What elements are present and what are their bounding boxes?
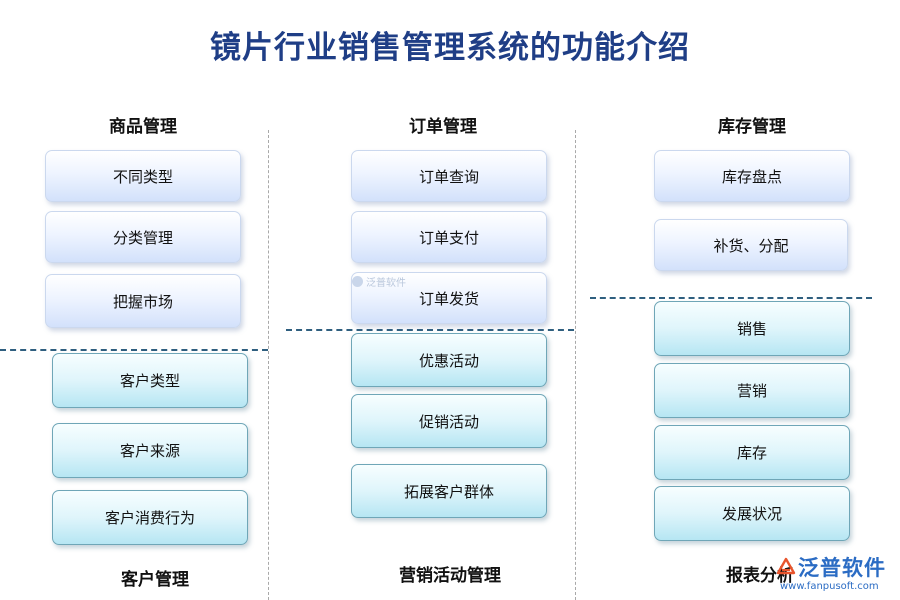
- box-order-shipping: 订单发货: [351, 272, 547, 324]
- watermark-text: 泛普软件: [366, 278, 406, 289]
- box-inventory-check: 库存盘点: [654, 150, 850, 202]
- box-customer-source: 客户来源: [52, 423, 248, 478]
- box-order-query: 订单查询: [351, 150, 547, 202]
- box-marketing: 营销: [654, 363, 850, 418]
- box-customer-type: 客户类型: [52, 353, 248, 408]
- box-promotion-activity: 促销活动: [351, 394, 547, 448]
- section-divider-middle: [286, 329, 574, 331]
- box-category-management: 分类管理: [45, 211, 241, 263]
- box-replenish-allocate: 补货、分配: [654, 219, 848, 271]
- box-inventory: 库存: [654, 425, 850, 480]
- column-divider-right: [575, 130, 576, 600]
- box-sales: 销售: [654, 301, 850, 356]
- fanpu-logo-icon: [776, 557, 796, 575]
- box-order-payment: 订单支付: [351, 211, 547, 263]
- logo-url: www.fanpusoft.com: [780, 581, 879, 592]
- page-title: 镜片行业销售管理系统的功能介绍: [210, 30, 690, 66]
- heading-inventory-management: 库存管理: [718, 117, 786, 137]
- fanpu-logo: 泛普软件 www.fanpusoft.com: [768, 552, 894, 596]
- logo-name: 泛普软件: [798, 556, 886, 580]
- heading-product-management: 商品管理: [109, 117, 177, 137]
- column-divider-left: [268, 130, 269, 600]
- heading-marketing-management: 营销活动管理: [399, 566, 501, 586]
- heading-report-analysis: 报表分析: [726, 566, 794, 586]
- section-divider-left: [0, 349, 268, 351]
- box-different-types: 不同类型: [45, 150, 241, 202]
- section-divider-right: [590, 297, 872, 299]
- heading-customer-management: 客户管理: [121, 570, 189, 590]
- box-grasp-market: 把握市场: [45, 274, 241, 328]
- watermark-small: 泛普软件: [352, 274, 406, 289]
- watermark-logo-icon: [352, 276, 363, 287]
- box-development-status: 发展状况: [654, 486, 850, 541]
- box-customer-consumption: 客户消费行为: [52, 490, 248, 545]
- box-expand-customers: 拓展客户群体: [351, 464, 547, 518]
- heading-order-management: 订单管理: [409, 117, 477, 137]
- box-discount-activity: 优惠活动: [351, 333, 547, 387]
